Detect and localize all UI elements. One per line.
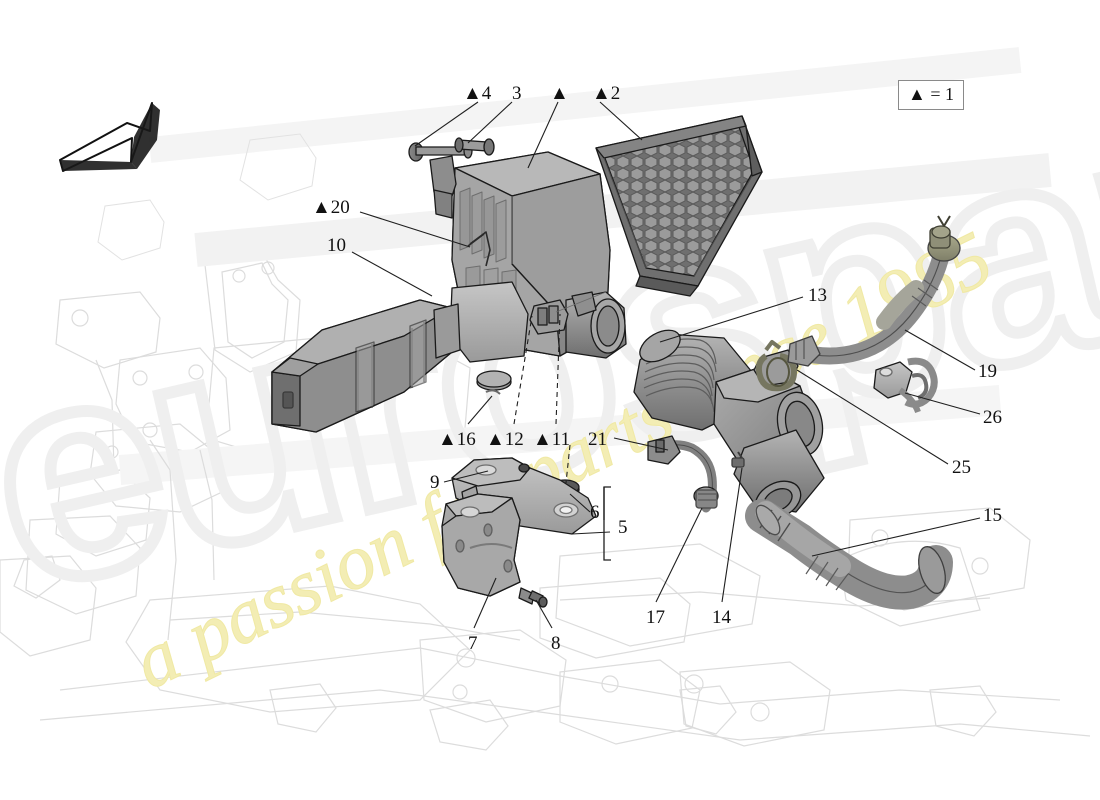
part-7-support-bracket-lower	[441, 493, 521, 597]
callout-label-9: 9	[430, 472, 440, 493]
callout-label-3: 3	[512, 83, 522, 104]
callout-label-21: 21	[588, 429, 607, 450]
intake-manifold-housing	[713, 349, 825, 520]
callout-label-25: 25	[952, 457, 971, 478]
callout-label-15: 15	[983, 505, 1002, 526]
callout-label-14: 14	[712, 607, 731, 628]
callout-label-10: 10	[327, 235, 346, 256]
callout-label-triangle: ▲	[550, 83, 569, 104]
callout-label-19: 19	[978, 361, 997, 382]
part-26-hose-retaining-bracket	[873, 357, 938, 414]
callout-label-2: ▲2	[592, 83, 621, 104]
callout-label-7: 7	[468, 633, 478, 654]
part-10-air-intake-duct	[271, 299, 461, 433]
part-21-connector	[647, 435, 681, 465]
callout-label-17: 17	[646, 607, 665, 628]
part-19-left-connector	[787, 335, 821, 367]
part-16-duct-seal	[485, 389, 501, 395]
part-17-hose-end-connector	[693, 486, 719, 509]
part-2-air-filter-element	[595, 115, 763, 297]
part-15-intake-hose-curved	[745, 499, 953, 610]
callout-label-16: ▲16	[438, 429, 476, 450]
callout-label-6: 6	[590, 502, 600, 523]
callout-label-5: 5	[618, 517, 628, 538]
part-21-breather-hose	[647, 435, 719, 513]
legend-triangle-equals-one: ▲ = 1	[898, 80, 964, 110]
callout-label-4: ▲4	[463, 83, 492, 104]
direction-arrow-shape	[59, 102, 160, 172]
callout-label-12: ▲12	[486, 429, 524, 450]
part-19-end-fitting	[927, 215, 961, 262]
callout-label-13: 13	[808, 285, 827, 306]
legend-text: ▲ = 1	[908, 84, 954, 104]
part-8-fixing-bolt	[518, 587, 548, 608]
part-12-rubber-mount-pad	[476, 370, 512, 391]
callout-label-20: ▲20	[312, 197, 350, 218]
callout-label-26: 26	[983, 407, 1002, 428]
callout-label-8: 8	[551, 633, 561, 654]
callout-label-11: ▲11	[533, 429, 571, 450]
